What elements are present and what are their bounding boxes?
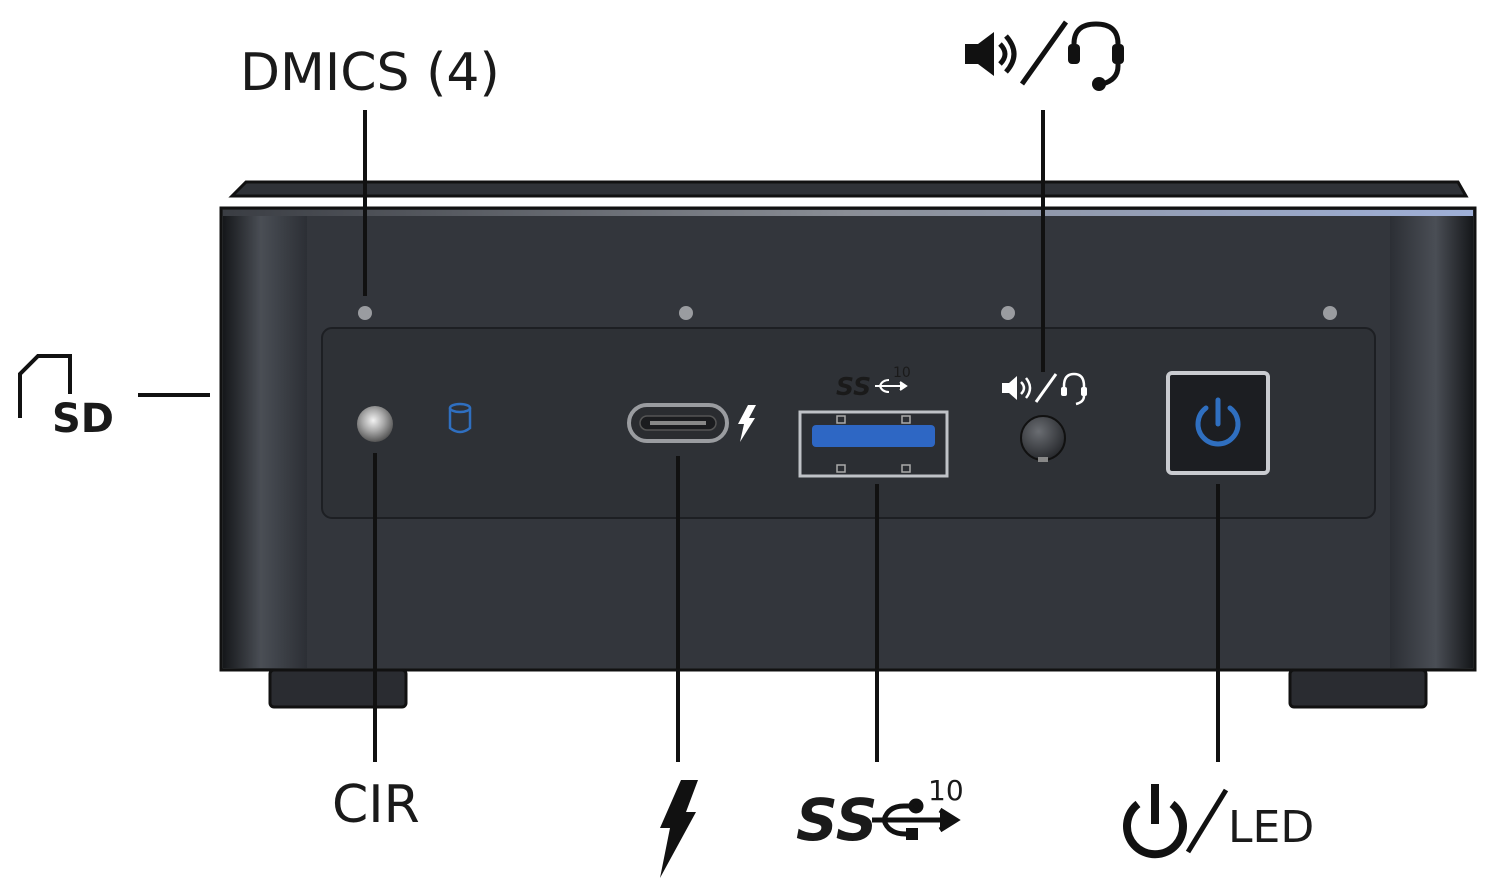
- power-led-callout: LED: [1123, 784, 1314, 859]
- speaker-icon: [965, 32, 994, 76]
- sd-label: SD: [52, 396, 114, 442]
- usb-icon: [872, 798, 961, 840]
- usb-speed-small-text: 10: [893, 365, 911, 381]
- cir-sensor: [357, 406, 393, 442]
- audio-icons-small: [1002, 372, 1087, 406]
- audio-callout-icons: [965, 20, 1124, 91]
- cir-label: CIR: [332, 775, 420, 835]
- usb-ss-label: SS: [796, 786, 877, 854]
- speaker-icon: [1002, 376, 1017, 400]
- usb-speed-label: 10: [928, 774, 964, 807]
- led-label: LED: [1228, 802, 1314, 853]
- usb-ss-callout: SS 10: [796, 774, 964, 854]
- audio-jack-notch: [1038, 457, 1048, 462]
- sd-card-icon: [18, 354, 72, 418]
- dmics-label: DMICS (4): [240, 43, 500, 103]
- left-foot: [268, 668, 408, 709]
- thunderbolt-icon: [738, 405, 756, 442]
- power-button: [1166, 371, 1270, 475]
- leader-lines: [138, 110, 1220, 762]
- microphone-holes: [358, 306, 1337, 320]
- usb-icon: [875, 379, 908, 393]
- mic-hole: [358, 306, 372, 320]
- mic-hole: [1001, 306, 1015, 320]
- thunderbolt-icon: [660, 780, 698, 878]
- power-icon: [1123, 800, 1187, 859]
- usb-a-port: [798, 410, 949, 478]
- audio-jack: [1020, 415, 1066, 461]
- usb-c-port: [627, 403, 729, 443]
- right-foot: [1288, 668, 1428, 709]
- mic-hole: [679, 306, 693, 320]
- power-icon: [1195, 405, 1241, 447]
- usb-ss-small-text: SS: [836, 372, 871, 401]
- usb-ss-logo-small: SS 10: [836, 365, 911, 401]
- headset-icon: [1062, 372, 1086, 406]
- drive-activity-icon: [448, 402, 472, 434]
- sd-card-callout: SD: [18, 354, 114, 442]
- mic-hole: [1323, 306, 1337, 320]
- headset-icon: [1071, 21, 1121, 87]
